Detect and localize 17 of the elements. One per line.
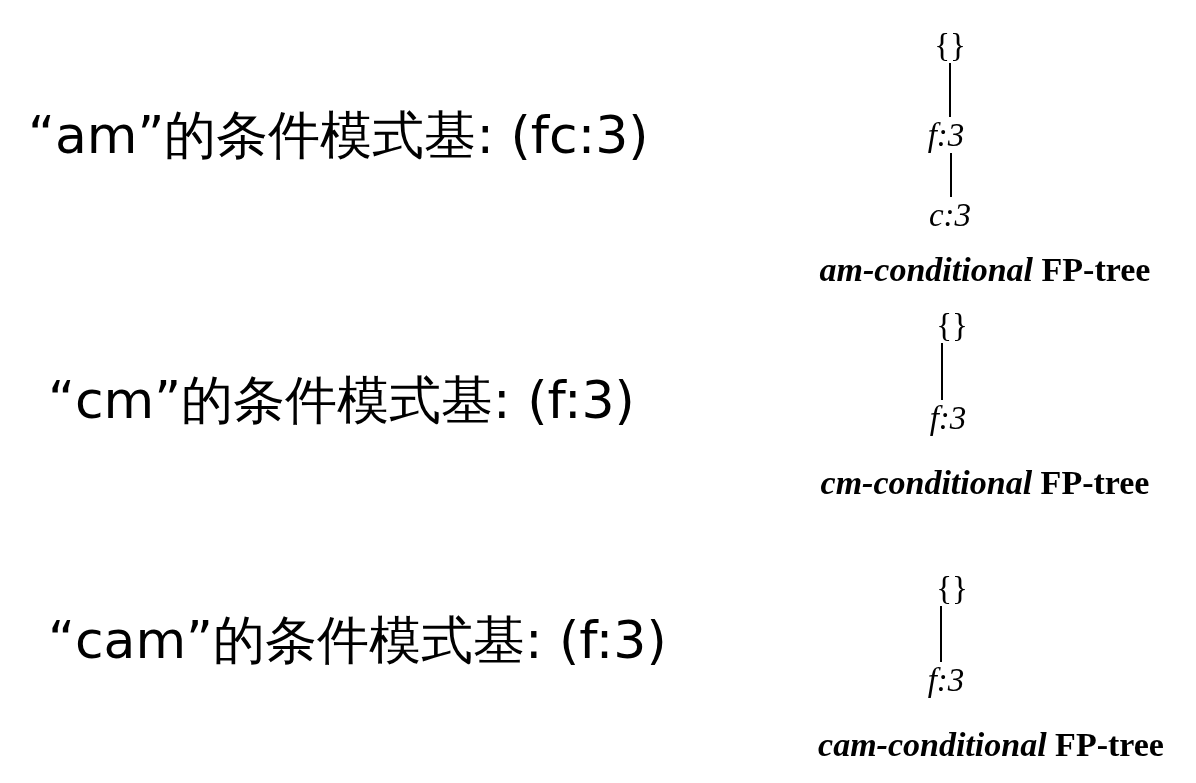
tree-caption: cam-conditional FP-tree — [818, 728, 1164, 762]
tree-root-label: {} — [932, 307, 972, 343]
tree-node-label: f:3 — [920, 662, 972, 698]
tree-caption: cm-conditional FP-tree — [820, 466, 1150, 500]
tree-node-label: f:3 — [920, 117, 972, 153]
tree-caption: am-conditional FP-tree — [819, 253, 1151, 287]
tree-branch-line — [950, 152, 952, 198]
pattern-base-text: “cam”的条件模式基: (f:3) — [48, 614, 667, 666]
tree-branch-line — [940, 605, 942, 663]
tree-branch-line — [949, 62, 951, 118]
tree-root-label: {} — [932, 570, 972, 606]
tree-node-label: f:3 — [922, 400, 974, 436]
tree-branch-line — [941, 342, 943, 401]
pattern-base-text: “am”的条件模式基: (fc:3) — [28, 109, 649, 161]
tree-node-label: c:3 — [924, 197, 976, 233]
pattern-base-text: “cm”的条件模式基: (f:3) — [48, 374, 635, 426]
tree-root-label: {} — [930, 27, 970, 63]
